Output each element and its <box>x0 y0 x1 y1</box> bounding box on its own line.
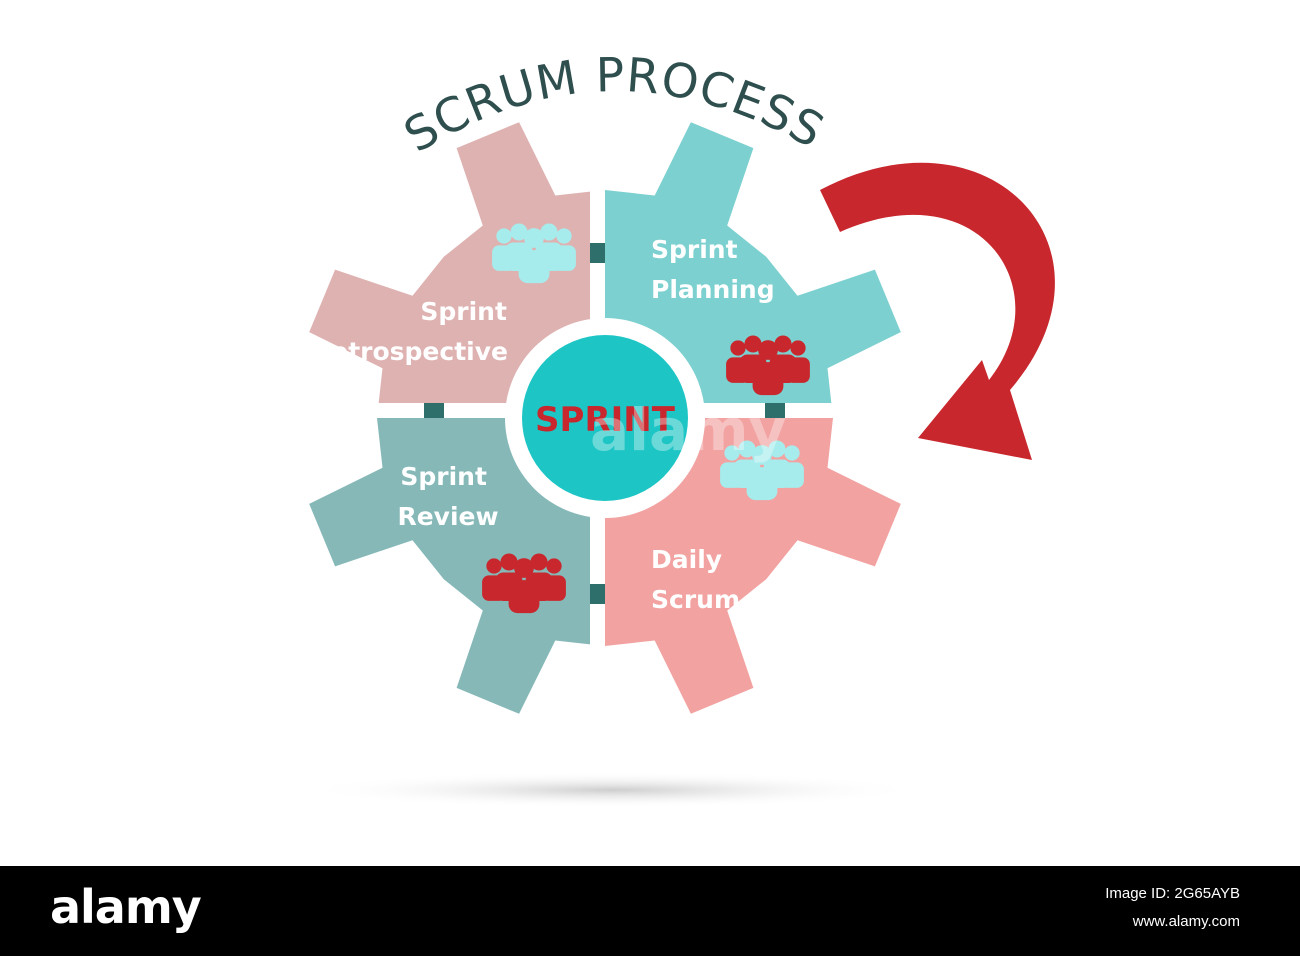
gear-shape-planning <box>605 122 901 403</box>
gear-quadrant-planning <box>605 122 901 403</box>
gear-shape-review <box>309 418 590 714</box>
center-sprint-label: SPRINT <box>535 400 676 440</box>
team-icon <box>726 335 810 396</box>
ground-shadow <box>302 772 922 808</box>
diagram-canvas: SCRUM PROCESS SPRINT Sprint Planni <box>302 48 1055 808</box>
label-daily-scrum: Daily Scrum <box>651 545 740 614</box>
watermark-text: alamy <box>590 396 786 464</box>
gear-quadrant-daily-scrum <box>605 418 901 714</box>
site-url: www.alamy.com <box>1132 913 1240 930</box>
scrum-process-diagram: SCRUM PROCESS SPRINT Sprint Planni <box>302 48 1055 808</box>
gear-shape-daily-scrum <box>605 418 901 714</box>
watermark: alamy <box>590 396 786 464</box>
footer-logo: alamy <box>50 880 202 934</box>
cycle-arrow-icon <box>820 162 1055 460</box>
gear-quadrant-review <box>309 418 590 714</box>
gear-shape-retrospective <box>309 122 590 403</box>
center-sprint-circle <box>522 335 688 501</box>
team-icon <box>720 440 804 501</box>
label-sprint-review: Sprint Review <box>397 462 498 531</box>
team-icon <box>482 553 566 614</box>
label-sprint-retrospective: Sprint Retrospective <box>312 297 516 366</box>
image-id: Image ID: 2G65AYB <box>1105 885 1240 902</box>
team-icon <box>492 223 576 284</box>
footer-meta: Image ID: 2G65AYB www.alamy.com <box>1105 880 1240 936</box>
footer-bar: alamy Image ID: 2G65AYB www.alamy.com <box>0 866 1300 956</box>
gear-quadrant-retrospective <box>309 122 590 403</box>
label-sprint-planning: Sprint Planning <box>651 235 775 304</box>
